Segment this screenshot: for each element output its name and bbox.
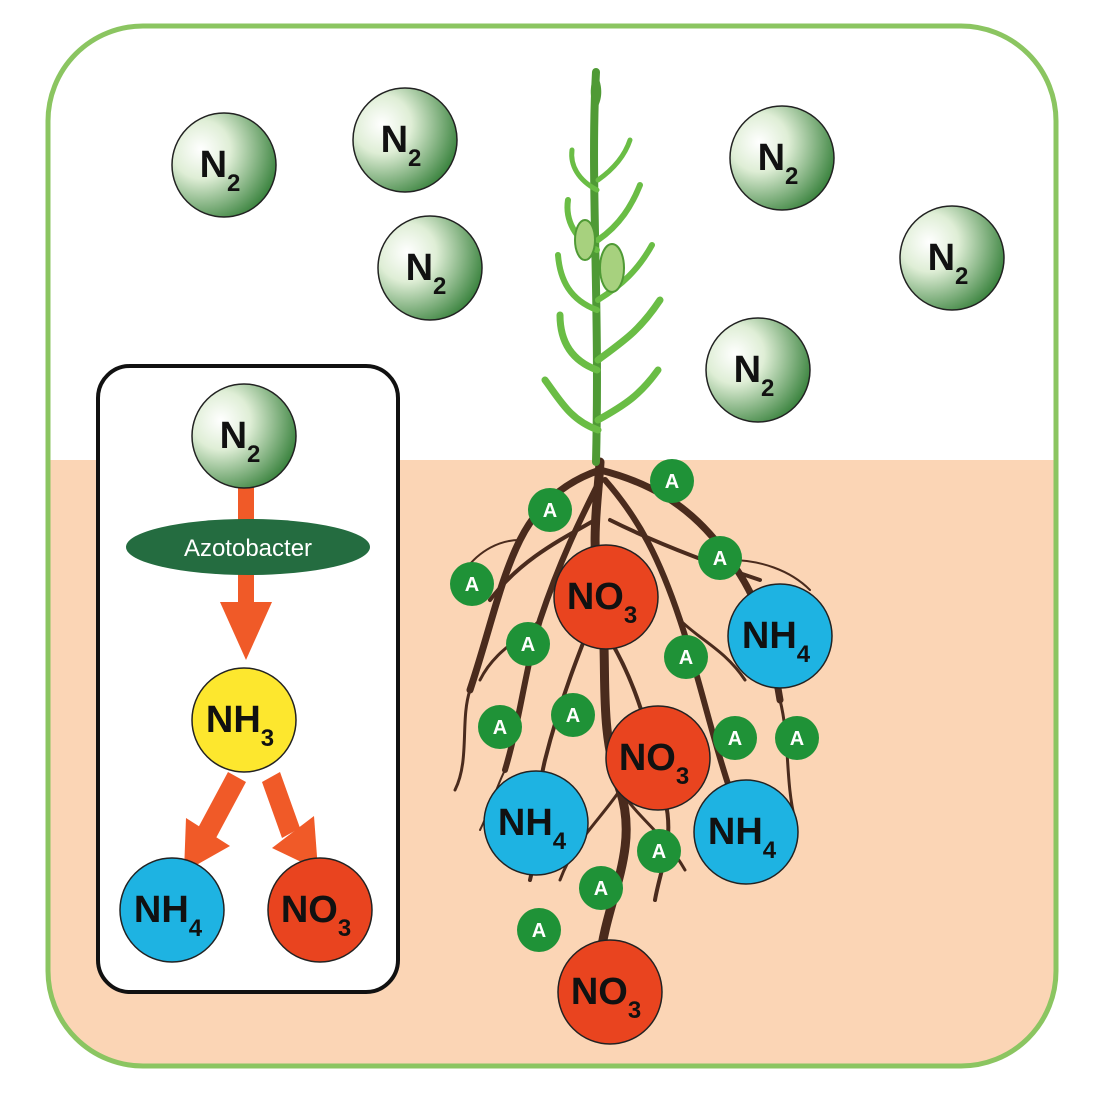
n2-molecule-inset-circle xyxy=(191,383,297,489)
azotobacter-cell-circle xyxy=(775,716,819,760)
azotobacter-cell-label: A xyxy=(532,920,546,942)
azotobacter-cell-circle xyxy=(478,705,522,749)
no3-molecule: NO3 xyxy=(553,544,659,650)
azotobacter-cell-label: A xyxy=(652,841,666,863)
azotobacter-cell-circle xyxy=(650,459,694,503)
nh4-molecule-inset-circle xyxy=(119,857,225,963)
azotobacter-cell-label: A xyxy=(566,705,580,727)
n2-molecule: N2 xyxy=(729,105,835,211)
no3-molecule-label: NO3 xyxy=(571,971,641,1024)
azotobacter-cell-circle xyxy=(517,908,561,952)
nh4-molecule-label: NH4 xyxy=(498,802,567,855)
corn-plant xyxy=(541,68,664,466)
azotobacter-cell-label: A xyxy=(679,647,693,669)
nh4-molecule-circle xyxy=(483,770,589,876)
azotobacter-cell-circle xyxy=(713,716,757,760)
azotobacter-cell: A xyxy=(478,705,522,749)
no3-molecule-inset-circle xyxy=(267,857,373,963)
nh4-molecule: NH4 xyxy=(693,779,799,885)
no3-molecule: NO3 xyxy=(557,939,663,1045)
azotobacter-cell: A xyxy=(517,908,561,952)
n2-molecule-label: N2 xyxy=(928,237,969,290)
azotobacter-cell: A xyxy=(450,562,494,606)
n2-molecule-circle xyxy=(899,205,1005,311)
azotobacter-cell-label: A xyxy=(594,878,608,900)
n2-molecule-inset: N2 xyxy=(191,383,297,489)
n2-molecule: N2 xyxy=(899,205,1005,311)
n2-molecule-circle xyxy=(377,215,483,321)
azotobacter-cell-label: A xyxy=(713,548,727,570)
n2-molecule-label: N2 xyxy=(406,247,447,300)
azotobacter-cell: A xyxy=(506,622,550,666)
n2-molecule-circle xyxy=(352,87,458,193)
nh4-molecule-inset-label: NH4 xyxy=(134,889,203,942)
n2-molecule-label: N2 xyxy=(381,119,422,172)
nh4-molecule-inset: NH4 xyxy=(119,857,225,963)
azotobacter-cell-circle xyxy=(528,488,572,532)
n2-molecule-circle xyxy=(705,317,811,423)
azotobacter-cell-circle xyxy=(551,693,595,737)
azotobacter-cells: A A A A A A A A A A A A A xyxy=(450,459,819,952)
azotobacter-cell: A xyxy=(579,866,623,910)
nh4-molecule-circle xyxy=(727,583,833,689)
azotobacter-cell: A xyxy=(637,829,681,873)
azotobacter-cell-label: A xyxy=(493,717,507,739)
no3-molecule-circle xyxy=(553,544,659,650)
no3-molecule-circle xyxy=(605,705,711,811)
pathway-arrows xyxy=(184,485,318,872)
azotobacter-cell-label: A xyxy=(521,634,535,656)
n2-molecule-circle xyxy=(171,112,277,218)
nh4-molecule: NH4 xyxy=(727,583,833,689)
azotobacter-cell: A xyxy=(775,716,819,760)
azotobacter-cell-label: A xyxy=(728,728,742,750)
nh3-molecule-inset-circle xyxy=(191,667,297,773)
n2-molecule: N2 xyxy=(377,215,483,321)
azotobacter-cell-circle xyxy=(450,562,494,606)
azotobacter-cell-circle xyxy=(664,635,708,679)
n2-molecule: N2 xyxy=(171,112,277,218)
azotobacter-cell-label: A xyxy=(790,728,804,750)
azotobacter-cell: A xyxy=(713,716,757,760)
azotobacter-cell: A xyxy=(664,635,708,679)
azotobacter-cell-label: A xyxy=(465,574,479,596)
nh4-molecule-label: NH4 xyxy=(742,615,811,668)
no3-molecule-circle xyxy=(557,939,663,1045)
azotobacter-cell: A xyxy=(528,488,572,532)
no3-molecule-label: NO3 xyxy=(619,737,689,790)
nh4-molecule-label: NH4 xyxy=(708,811,777,864)
no3-molecule-label: NO3 xyxy=(567,576,637,629)
azotobacter-cell-label: A xyxy=(665,471,679,493)
azotobacter-cell-circle xyxy=(506,622,550,666)
n2-molecule-circle xyxy=(729,105,835,211)
azotobacter-cell-circle xyxy=(579,866,623,910)
azotobacter-cell: A xyxy=(650,459,694,503)
azotobacter-oval xyxy=(126,519,370,575)
outer-frame xyxy=(45,23,1059,1069)
nh3-molecule-inset: NH3 xyxy=(191,667,297,773)
azotobacter-cell-circle xyxy=(698,536,742,580)
azotobacter-cell: A xyxy=(698,536,742,580)
n2-molecule: N2 xyxy=(705,317,811,423)
azotobacter-label: Azotobacter xyxy=(184,535,312,562)
n2-molecule-inset-label: N2 xyxy=(220,415,261,468)
n2-molecule-label: N2 xyxy=(758,137,799,190)
no3-molecule-inset-label: NO3 xyxy=(281,889,351,942)
azotobacter-cell-label: A xyxy=(543,500,557,522)
n2-molecule-label: N2 xyxy=(734,349,775,402)
nh3-molecule-inset-label: NH3 xyxy=(206,699,274,752)
n2-molecule: N2 xyxy=(352,87,458,193)
no3-molecule: NO3 xyxy=(605,705,711,811)
nh4-molecule-circle xyxy=(693,779,799,885)
azotobacter-cell: A xyxy=(551,693,595,737)
n2-molecule-label: N2 xyxy=(200,144,241,197)
azotobacter-cell-circle xyxy=(637,829,681,873)
nh4-molecule: NH4 xyxy=(483,770,589,876)
no3-molecule-inset: NO3 xyxy=(267,857,373,963)
